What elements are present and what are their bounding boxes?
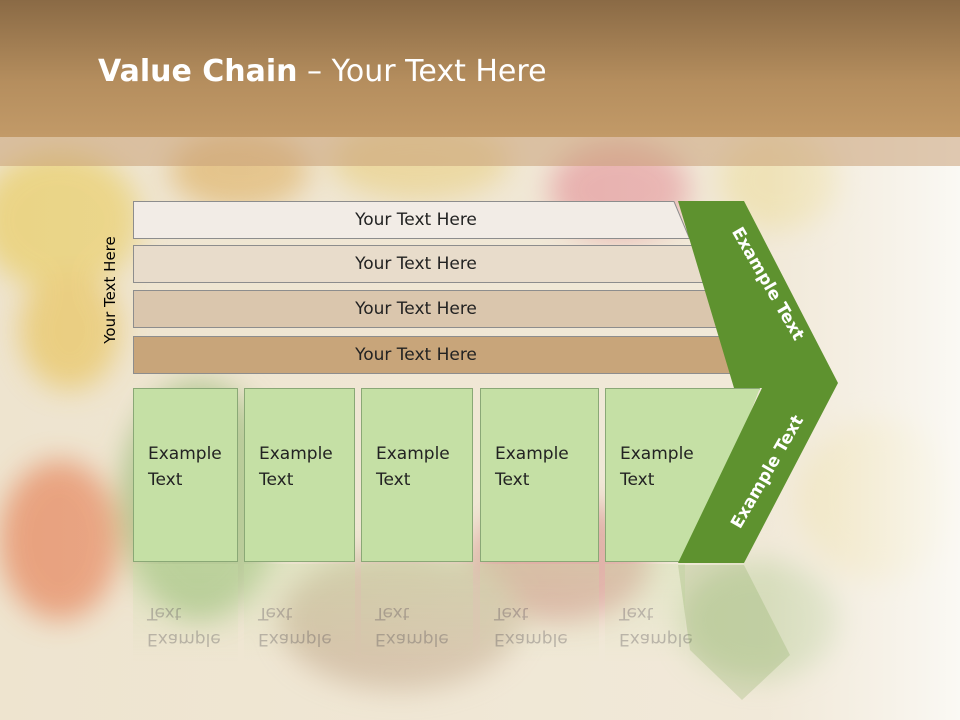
activity-box: Example Text — [244, 388, 355, 562]
chevron-arrow — [678, 201, 838, 563]
header-band — [0, 0, 960, 137]
title-bold: Value Chain — [98, 54, 298, 89]
header-strip — [0, 137, 960, 166]
activity-box: Example Text — [361, 388, 473, 562]
value-bar-label: Your Text Here — [355, 254, 477, 274]
title-rest: – Your Text Here — [297, 54, 547, 89]
value-bar-label: Your Text Here — [355, 345, 477, 365]
activity-box: Example Text — [133, 388, 238, 562]
activity-box-label: Example Text — [620, 444, 694, 490]
value-bar-label: Your Text Here — [355, 299, 477, 319]
value-bar: Your Text Here — [133, 245, 716, 283]
value-bar-label: Your Text Here — [355, 210, 477, 230]
activity-box: Example Text — [480, 388, 599, 562]
chevron-reflection — [678, 565, 790, 700]
activity-box-label: Example Text — [495, 444, 569, 490]
activity-box-label: Example Text — [376, 444, 450, 490]
value-bar: Your Text Here — [133, 336, 763, 374]
activity-box-label: Example Text — [148, 444, 222, 490]
activity-box-label: Example Text — [259, 444, 333, 490]
page-title: Value Chain – Your Text Here — [98, 54, 547, 89]
value-bar: Your Text Here — [133, 290, 739, 328]
